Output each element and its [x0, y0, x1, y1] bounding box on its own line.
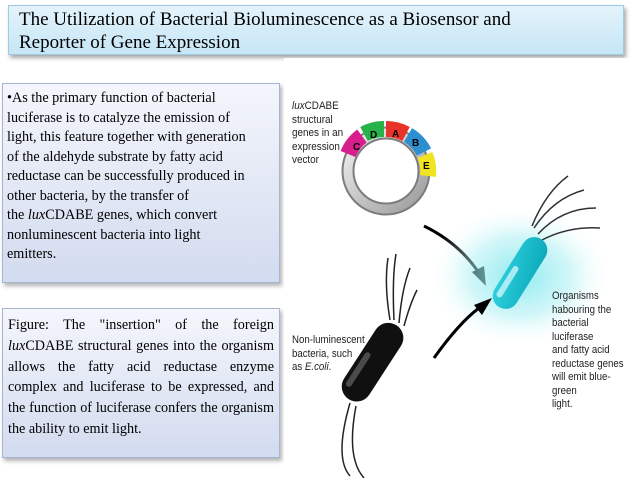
italic-lux: lux	[27, 207, 46, 223]
label-line: luxCDABE	[292, 100, 343, 114]
flagellum	[531, 175, 569, 227]
gene-segment-d	[360, 120, 385, 142]
gene-letter-b: B	[412, 138, 419, 149]
bioluminescence-figure: C D A B E	[284, 58, 638, 478]
italic-ecoli: E.coli	[304, 361, 329, 373]
flagellum	[398, 267, 411, 324]
title-line-1: The Utilization of Bacterial Bioluminesc…	[19, 9, 511, 30]
gene-letter-e: E	[423, 161, 430, 172]
caption-part: Figure: The "insertion" of the foreign	[8, 317, 274, 333]
gene-segment-a	[385, 120, 410, 142]
flagellum	[403, 289, 418, 327]
gene-letter-a: A	[392, 129, 399, 140]
italic-lux: lux	[292, 100, 305, 112]
label-line: will emit blue-green	[552, 371, 611, 397]
label-line: structural	[292, 113, 333, 126]
gene-segment-e	[417, 151, 437, 177]
text-line: •As the primary function of bacterial	[7, 90, 216, 106]
label-line: habouring the	[552, 303, 612, 316]
label-line: reductase genes	[552, 357, 624, 370]
text-line: emitters.	[7, 246, 57, 262]
non-luminescent-label: Non-luminescent bacteria, such as E.coli…	[292, 334, 365, 375]
label-fragment: as	[292, 361, 305, 373]
slide-title: The Utilization of Bacterial Bioluminesc…	[8, 5, 624, 55]
text-line: nonluminescent bacteria into light	[7, 226, 201, 243]
bacterium-body-cyan	[492, 237, 548, 309]
non-luminescent-bacterium	[341, 253, 418, 478]
gene-segment-b	[403, 128, 432, 157]
flagellum	[351, 405, 365, 478]
label-line: bacterial luciferase	[552, 317, 594, 343]
text-line: reductase can be successfully produced i…	[7, 168, 245, 184]
gene-segment-c	[340, 129, 368, 158]
description-text-box: •As the primary function of bacterial lu…	[2, 83, 280, 283]
label-line: Non-luminescent	[292, 334, 365, 346]
label-line: bacteria, such	[292, 347, 353, 360]
label-line: as E.coli.	[292, 361, 365, 375]
figure-caption-box: Figure: The "insertion" of the foreign l…	[2, 308, 280, 458]
text-line: light, this feature together with genera…	[7, 129, 246, 145]
label-line: light.	[552, 398, 573, 410]
flagellum	[392, 253, 397, 321]
italic-lux: lux	[8, 337, 26, 354]
bacterium-body-black	[341, 322, 404, 402]
title-line-2: Reporter of Gene Expression	[19, 32, 241, 53]
label-fragment: CDABE	[304, 100, 339, 112]
label-line: Organisms	[552, 290, 599, 302]
text-line: luciferase is to catalyze the emission o…	[7, 109, 230, 126]
flagellum	[533, 189, 585, 229]
plasmid-vector: C D A B E	[340, 120, 437, 216]
label-line: genes in an	[292, 127, 344, 139]
bacterium-highlight	[345, 352, 371, 387]
organisms-label: Organisms habouring the bacterial lucife…	[552, 290, 628, 412]
label-line: vector	[292, 154, 319, 166]
flagellum	[341, 402, 351, 477]
label-line: expression	[292, 140, 340, 153]
lux-vector-label: luxCDABE structural genes in an expressi…	[292, 100, 343, 168]
flagellum	[537, 207, 597, 235]
gene-letter-d: D	[370, 130, 377, 141]
text-line: other bacteria, by the transfer of	[7, 187, 189, 204]
text-fragment: the	[7, 207, 28, 223]
figure-drawing: C D A B E	[340, 120, 612, 478]
flagellum	[541, 227, 601, 241]
text-line: of the aldehyde substrate by fatty acid	[7, 148, 223, 165]
label-line: and fatty acid	[552, 344, 610, 356]
gene-letter-c: C	[353, 142, 360, 153]
text-line: the luxCDABE genes, which convert	[7, 206, 275, 226]
caption-part: CDABE structural genes into the organism…	[8, 337, 274, 437]
label-fragment: .	[328, 361, 332, 373]
arrow-shaft-bottom	[432, 306, 480, 359]
bacterium-highlight	[496, 265, 519, 298]
text-fragment: CDABE genes, which convert	[45, 207, 218, 223]
flagellum	[385, 257, 391, 321]
arrow-head-bottom	[474, 298, 492, 315]
